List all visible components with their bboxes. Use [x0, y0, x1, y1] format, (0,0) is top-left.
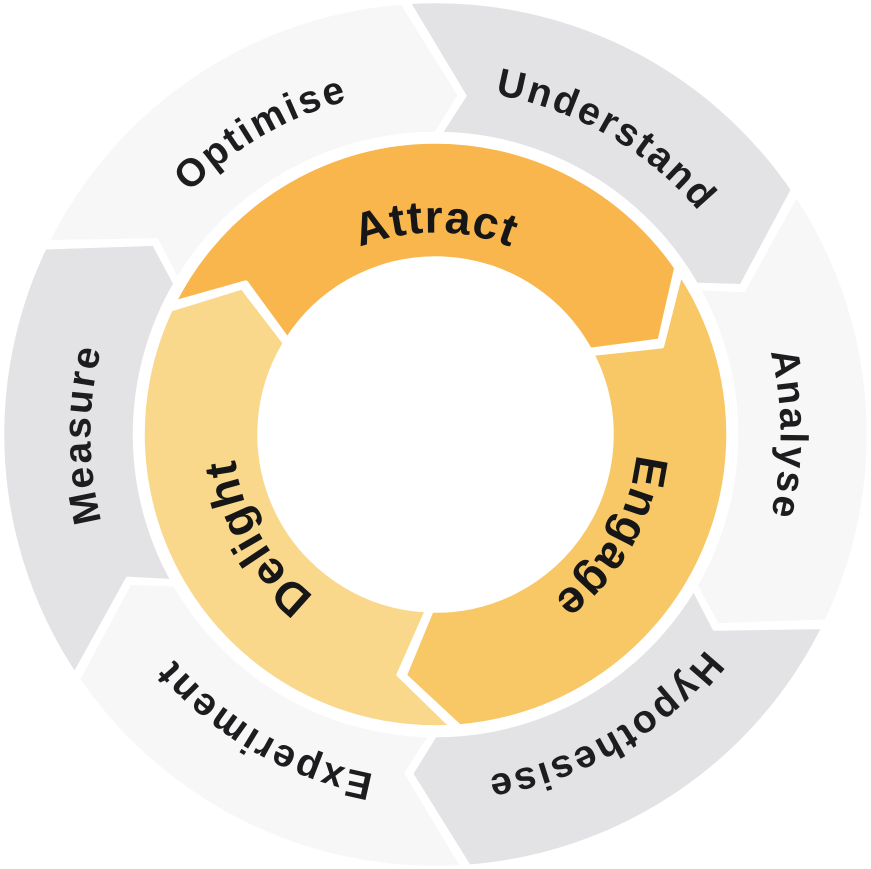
outer-segment-measure: [0, 242, 177, 676]
outer-segment-optimise: [45, 1, 462, 282]
inner-ring: [140, 139, 731, 730]
outer-segment-hypothesise: [409, 587, 825, 868]
outer-segment-analyse: [694, 193, 871, 627]
inner-segment-attract: [171, 139, 679, 353]
outer-label-measure: Measure: [56, 340, 110, 528]
outer-segment-understand: [406, 0, 795, 288]
outer-segment-experiment: [76, 581, 465, 869]
inner-segment-delight: [140, 284, 455, 730]
inner-segment-engage: [402, 271, 731, 729]
